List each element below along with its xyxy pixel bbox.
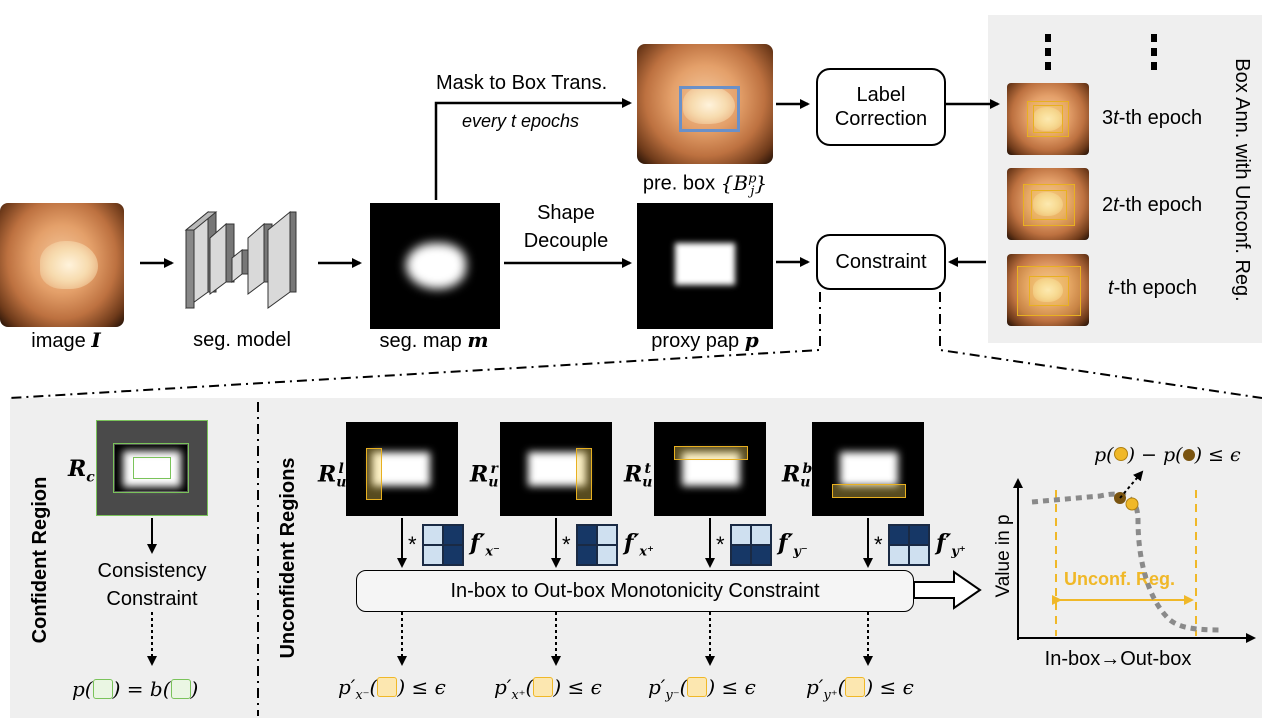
epoch-label-3t: 3t-th epoch — [1102, 107, 1203, 129]
constraint-box: Constraint — [816, 234, 946, 290]
vertical-dots-left — [1045, 34, 1051, 74]
pred-box — [679, 86, 740, 132]
rc-symbol: Rc — [68, 456, 95, 486]
seg-map-label: seg. map m — [379, 328, 489, 352]
epoch-thumb-t — [1007, 254, 1089, 326]
bottom-panel — [10, 398, 1262, 718]
input-image — [0, 203, 124, 327]
shape-decouple-label-1: Shape — [537, 202, 595, 224]
seg-model-icon — [180, 190, 300, 320]
conv-star-4: * — [874, 532, 883, 557]
output-formula-y-minus: p′y⁻() ≤ ϵ — [648, 675, 756, 703]
proxy-map-label: proxy pap p — [651, 328, 759, 352]
plot-inequality: p() − p() ≤ ϵ — [1094, 444, 1241, 466]
region-symbol-left: Rul — [318, 461, 347, 491]
consistency-formula: p() = b() — [72, 677, 199, 701]
input-image-label: image I — [31, 328, 101, 352]
confident-region-image — [96, 420, 208, 516]
pred-box-label: pre. box {Bpj} — [642, 170, 768, 199]
filter-label-x-minus: f′x⁻ — [470, 530, 500, 560]
conv-star-3: * — [716, 532, 725, 557]
epoch-label-2t: 2t-th epoch — [1102, 194, 1203, 216]
region-image-left — [346, 422, 458, 516]
region-image-right — [500, 422, 612, 516]
region-symbol-right: Rur — [470, 461, 499, 491]
pred-box-image — [637, 44, 773, 164]
every-t-epochs-label: every t epochs — [462, 111, 580, 131]
epoch-thumb-3t — [1007, 83, 1089, 155]
region-symbol-bottom: Rub — [782, 461, 813, 491]
consistency-label-1: Consistency — [97, 560, 207, 582]
epoch-label-t: t-th epoch — [1108, 277, 1197, 299]
consistency-label-2: Constraint — [106, 588, 198, 610]
seg-model-label: seg. model — [193, 329, 291, 351]
vertical-dots-right — [1151, 34, 1157, 74]
shape-decouple-label-2: Decouple — [523, 230, 609, 252]
seg-map-image — [370, 203, 500, 329]
mask-to-box-label: Mask to Box Trans. — [436, 72, 608, 94]
conv-star-2: * — [562, 532, 571, 557]
output-formula-y-plus: p′y⁺() ≤ ϵ — [806, 675, 914, 703]
output-formula-x-plus: p′x⁺() ≤ ϵ — [494, 675, 602, 703]
conv-star-1: * — [408, 532, 417, 557]
kernel-icon-y-plus — [888, 524, 930, 566]
region-image-bottom — [812, 422, 924, 516]
filter-label-y-plus: f′y⁺ — [936, 530, 966, 560]
epoch-thumb-2t — [1007, 168, 1089, 240]
filter-label-y-minus: f′y⁻ — [778, 530, 808, 560]
filter-label-x-plus: f′x⁺ — [624, 530, 654, 560]
kernel-icon-x-minus — [422, 524, 464, 566]
kernel-icon-y-minus — [730, 524, 772, 566]
region-image-top — [654, 422, 766, 516]
output-formula-x-minus: p′x⁻() ≤ ϵ — [338, 675, 446, 703]
kernel-icon-x-plus — [576, 524, 618, 566]
plot-xlabel: In-box→Out-box — [1044, 648, 1192, 670]
proxy-map-image — [637, 203, 773, 329]
region-symbol-top: Rut — [624, 461, 653, 491]
